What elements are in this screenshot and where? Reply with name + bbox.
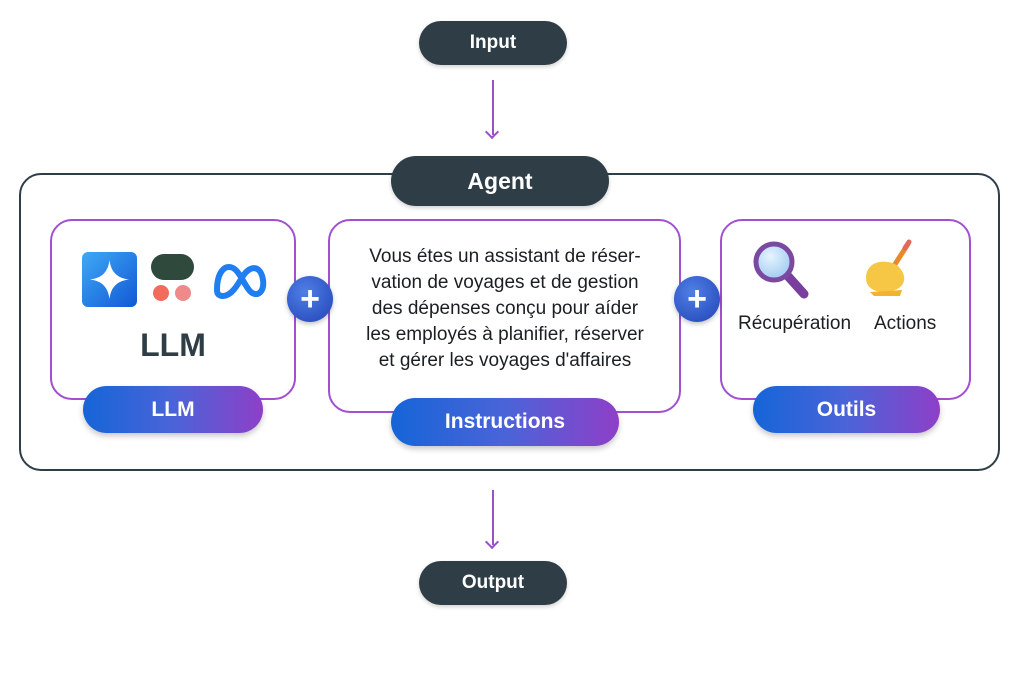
writing-hand-icon (866, 239, 912, 296)
llm-card (50, 219, 296, 400)
output-node: Output (419, 561, 567, 605)
tools-card (720, 219, 971, 400)
instructions-line: et gérer les voyages d'affaires (378, 350, 632, 371)
arrow-agent-to-output (492, 490, 494, 545)
plus-icon: + (674, 276, 720, 322)
tool-label-actions: Actions (874, 313, 937, 334)
arrow-input-to-agent (492, 80, 494, 135)
instructions-line: des dépenses conçu pour aíder (371, 298, 639, 319)
input-node: Input (419, 21, 567, 65)
instructions-line: Vous étes un assistant de réser- (369, 246, 641, 267)
tool-label-retrieval: Récupération (738, 313, 852, 334)
instructions-card (328, 219, 681, 413)
plus-icon: + (287, 276, 333, 322)
agent-node: Agent (391, 156, 609, 206)
magnifying-glass-icon (753, 241, 809, 299)
gemini-star-icon (82, 252, 137, 307)
tools-label-pill: Outils (753, 386, 940, 433)
instructions-line: les employés à planifier, réserver (366, 324, 644, 345)
meta-logo-icon (214, 264, 267, 299)
dots-logo-icon (151, 254, 194, 301)
instructions-label-pill: Instructions (391, 398, 619, 446)
instructions-line: vation de voyages et de gestion (371, 272, 639, 293)
llm-card-title: LLM (140, 327, 206, 363)
instructions-text: Vous étes un assistant de réser- vation … (340, 244, 670, 374)
llm-label-pill: LLM (83, 386, 263, 433)
